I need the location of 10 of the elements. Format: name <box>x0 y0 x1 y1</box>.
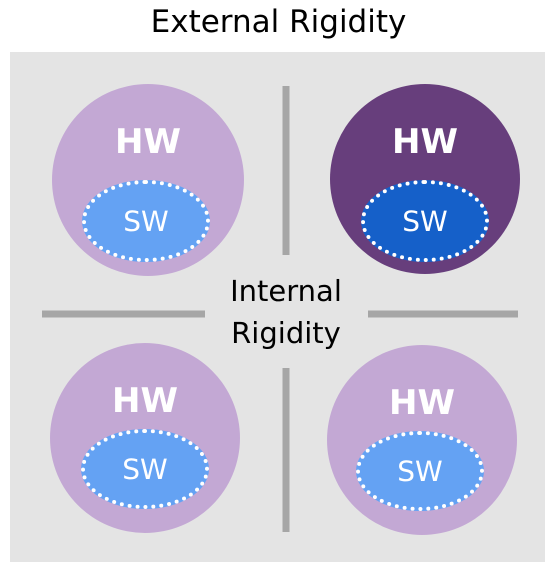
title: External Rigidity <box>150 3 408 42</box>
ellipse-label: SW <box>402 204 448 238</box>
ellipse-label: SW <box>122 452 168 486</box>
center-label: Internal Rigidity <box>229 273 343 352</box>
circle-label: HW <box>111 381 179 421</box>
ellipse-label: SW <box>397 454 443 488</box>
circle-label: HW <box>114 122 182 162</box>
circle-label: HW <box>388 383 456 423</box>
ellipse-label: SW <box>123 204 169 238</box>
circle-label: HW <box>391 122 459 162</box>
